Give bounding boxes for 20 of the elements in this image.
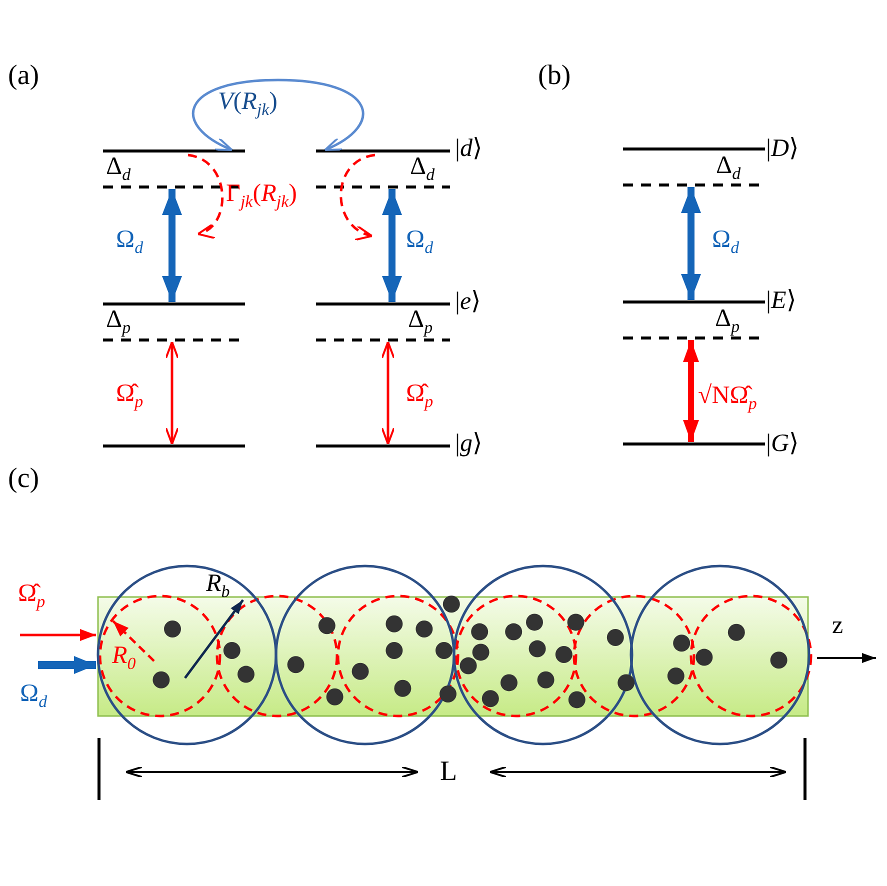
detuning-label: Δ$_{d}$ [106,153,131,181]
state-label: |e⟩ [455,288,482,316]
rabi-frequency-label: Ω$_{d}$ [116,226,144,254]
axis-label: z [832,612,844,640]
detuning-label: Δ$_{d}$ [716,152,741,180]
rabi-frequency-label: Ω$_{d}$ [20,680,48,708]
rabi-frequency-label: Ω$_{d}$ [406,226,434,254]
panel-label: (b) [538,62,571,90]
rabi-frequency-label: Ω$_{d}$ [712,226,740,254]
panel-label: (a) [8,62,40,90]
length-label: L [440,758,458,786]
detuning-label: Δ$_{d}$ [410,153,435,181]
state-label: |E⟩ [766,287,796,315]
state-label: |D⟩ [766,135,800,163]
radius-label: R$_{0}$ [112,642,136,670]
radius-label: R$_{b}$ [206,570,230,598]
state-label: |d⟩ [455,135,483,163]
state-label: |G⟩ [766,430,800,458]
state-label: |g⟩ [455,430,483,458]
panel-label: (c) [8,465,40,493]
